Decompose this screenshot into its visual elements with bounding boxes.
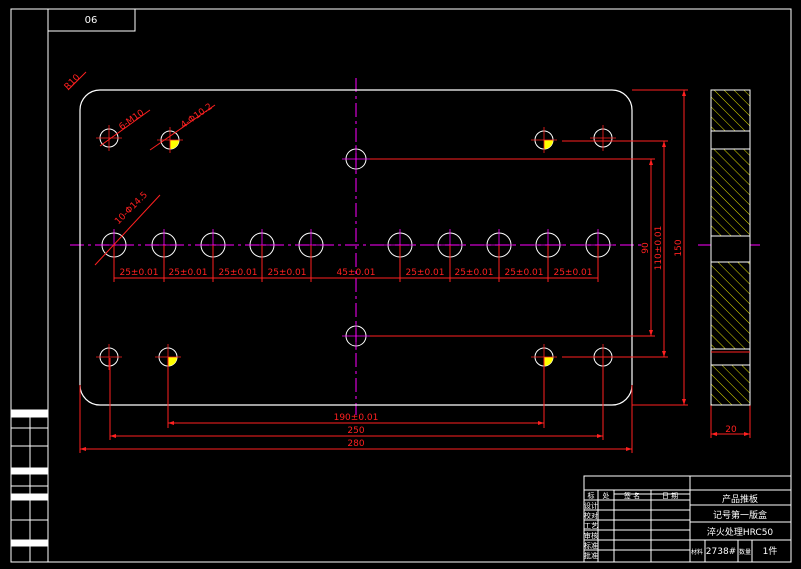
dim-190: 190±0.01 (334, 413, 379, 423)
left-strip (10, 409, 48, 562)
spacing-7: 25±0.01 (454, 268, 493, 278)
col-label-3: 日 期 (662, 492, 678, 500)
dim-90: 90 (641, 242, 651, 254)
note-radius: R10 (63, 73, 83, 93)
title-block (583, 475, 792, 563)
material-label: 材料 (691, 548, 703, 556)
note-thread: 6-M10 (117, 108, 146, 133)
spacing-5: 45±0.01 (336, 268, 375, 278)
spacing-3: 25±0.01 (218, 268, 257, 278)
note-hole-row: 10-Φ14.5 (113, 190, 150, 227)
pin-hole-4-fill (544, 357, 553, 366)
spacing-1: 25±0.01 (119, 268, 158, 278)
dim-250: 250 (347, 426, 364, 436)
title-block-text: 产品推板 记号第一版盒 淬火处理HRC50 2738# 1件 处 签 名 日 期… (584, 491, 777, 560)
pin-hole-1-fill (170, 140, 179, 149)
sheet-frame (10, 8, 792, 563)
corner-tag-box (47, 8, 136, 32)
dimension-lines (67, 71, 751, 453)
col-label-2: 签 名 (624, 491, 640, 500)
dim-thickness: 20 (725, 425, 737, 435)
row-label-7: 批准 (584, 551, 598, 560)
dim-280: 280 (347, 439, 364, 449)
corner-tag: 90 (85, 13, 98, 24)
spacing-2: 25±0.01 (168, 268, 207, 278)
row-label-6: 标准 (584, 541, 598, 550)
spacing-6: 25±0.01 (405, 268, 444, 278)
inner-border (47, 8, 792, 563)
dim-150: 150 (674, 239, 684, 256)
row-label-3: 校对 (584, 511, 598, 520)
material-no: 2738# (706, 547, 736, 557)
pin-hole-3-fill (168, 357, 177, 366)
row-label-2: 设计 (584, 501, 598, 510)
plate-outline (79, 89, 633, 406)
spacing-4: 25±0.01 (267, 268, 306, 278)
treatment-note: 淬火处理HRC50 (707, 526, 774, 538)
note-pin: 4-Φ10.2 (179, 102, 214, 131)
outer-border (10, 8, 792, 563)
standard-note: 记号第一版盒 (713, 509, 767, 521)
spacing-9: 25±0.01 (553, 268, 592, 278)
pin-hole-2-fill (544, 140, 553, 149)
row-label-1: 标 (588, 491, 595, 500)
spacing-8: 25±0.01 (504, 268, 543, 278)
dimension-ticks (80, 90, 750, 451)
side-view (710, 89, 751, 406)
row-label-4: 工艺 (584, 522, 598, 530)
quantity: 1件 (763, 545, 778, 557)
row-label-5: 审核 (584, 531, 598, 540)
qty-label: 数量 (739, 548, 751, 556)
dim-110: 110±0.01 (654, 226, 664, 271)
product-name: 产品推板 (722, 493, 758, 505)
col-label-1: 处 (603, 491, 610, 500)
